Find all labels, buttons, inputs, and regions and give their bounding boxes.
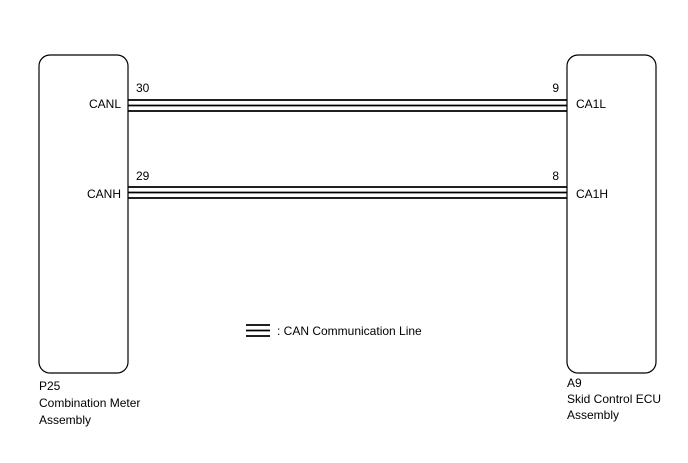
right-component-ref: A9 xyxy=(567,376,582,390)
right-component-name-line2: Assembly xyxy=(567,408,619,422)
legend: : CAN Communication Line xyxy=(246,324,422,338)
left-component-name-line1: Combination Meter xyxy=(39,396,140,410)
right-signal-ca1h: CA1H xyxy=(576,187,608,201)
left-pin-30: 30 xyxy=(136,81,150,95)
right-component-name-line1: Skid Control ECU xyxy=(567,392,661,406)
left-signal-canh: CANH xyxy=(87,187,121,201)
left-pin-29: 29 xyxy=(136,169,150,183)
left-signal-canl: CANL xyxy=(89,97,121,111)
right-pin-9: 9 xyxy=(552,81,559,95)
can-line-high xyxy=(128,186,567,199)
left-component-name-line2: Assembly xyxy=(39,413,91,427)
right-signal-ca1l: CA1L xyxy=(576,97,606,111)
legend-label: : CAN Communication Line xyxy=(277,324,422,338)
left-component-ref: P25 xyxy=(39,379,61,393)
legend-triple-line-symbol xyxy=(246,324,270,337)
right-pin-8: 8 xyxy=(552,169,559,183)
left-component-box xyxy=(38,54,129,374)
right-component-box xyxy=(566,54,657,374)
can-line-low xyxy=(128,99,567,112)
